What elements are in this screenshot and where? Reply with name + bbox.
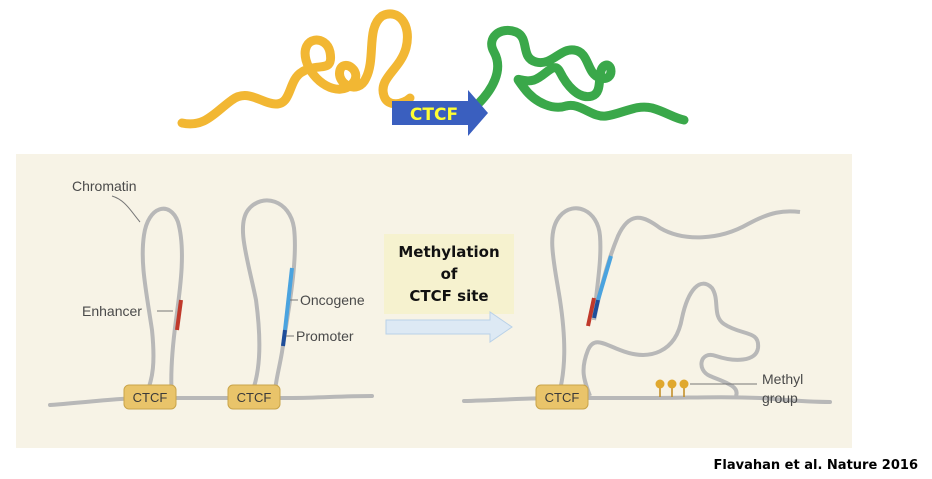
chromatin-label: Chromatin <box>72 178 137 194</box>
enhancer-mark-right <box>586 297 596 327</box>
ctcf-arrow <box>392 90 488 136</box>
top-figure: CTCF <box>177 9 689 136</box>
transition-line-2: of <box>441 265 458 283</box>
oncogene-label: Oncogene <box>300 292 365 308</box>
promoter-mark <box>281 329 287 347</box>
transition-line-3: CTCF site <box>409 287 488 305</box>
released-strand-lower <box>581 281 761 397</box>
ctcf-box-1: CTCF <box>123 384 177 410</box>
methyl-label-line1: Methyl <box>762 371 803 387</box>
enhancer-mark <box>175 299 183 331</box>
svg-text:CTCF: CTCF <box>237 390 272 405</box>
transition-text-bg <box>384 234 514 314</box>
methyl-groups <box>655 379 689 397</box>
chromatin-leader <box>111 195 141 223</box>
methyl-label-line2: group <box>762 390 798 406</box>
ctcf-box-2: CTCF <box>227 384 281 410</box>
svg-text:CTCF: CTCF <box>545 390 580 405</box>
promoter-label: Promoter <box>296 328 354 344</box>
left-chromatin-strand <box>177 9 415 129</box>
chromatin-panel: CTCF CTCF Chromatin Enhancer Oncogene Pr… <box>16 154 852 448</box>
ctcf-box-3: CTCF <box>535 384 589 410</box>
oncogene-mark <box>283 267 294 331</box>
chromatin-loop-1 <box>140 206 184 399</box>
oncogene-mark-right <box>596 255 613 301</box>
enhancer-label: Enhancer <box>82 303 142 319</box>
ctcf-arrow-label: CTCF <box>410 105 458 125</box>
citation: Flavahan et al. Nature 2016 <box>714 458 918 473</box>
baseline-fiber-right <box>462 395 832 404</box>
transition-arrow <box>385 311 513 343</box>
svg-text:CTCF: CTCF <box>133 390 168 405</box>
chromatin-loop-2 <box>240 198 297 400</box>
promoter-mark-right <box>592 299 600 319</box>
chromatin-loop-3 <box>550 206 603 399</box>
transition-line-1: Methylation <box>398 243 499 261</box>
right-chromatin-strand <box>473 26 689 125</box>
